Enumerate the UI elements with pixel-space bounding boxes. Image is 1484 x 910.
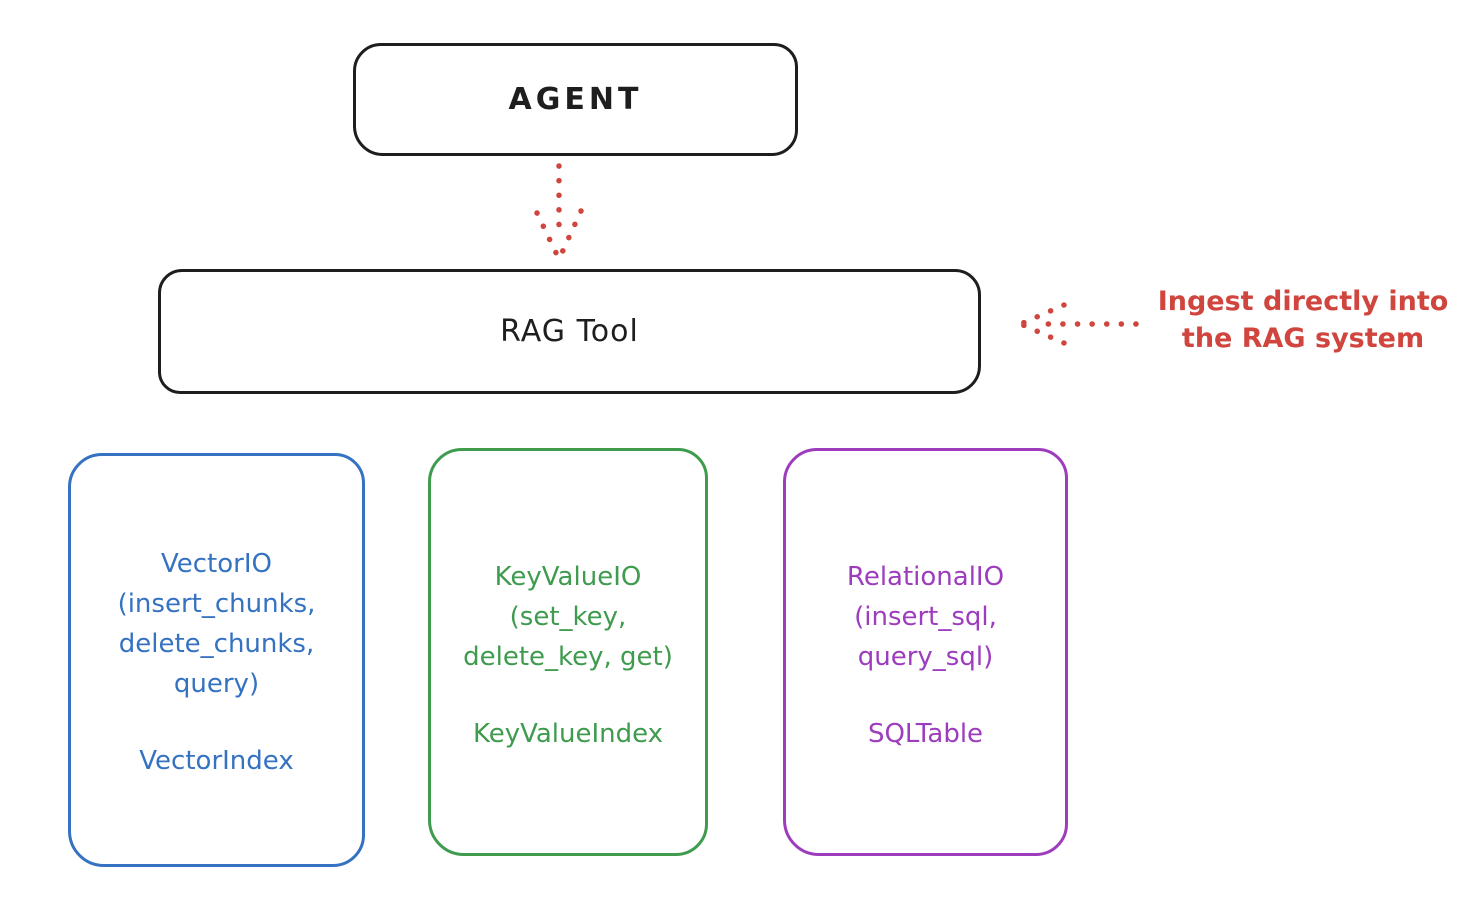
sql-table-label: SQLTable bbox=[867, 719, 984, 749]
vector-io-methods-line-3: query) bbox=[173, 669, 260, 699]
keyvalue-io-title: KeyValueIO bbox=[494, 562, 642, 592]
agent-label: AGENT bbox=[508, 82, 643, 117]
annotation-line-2: the RAG system bbox=[1181, 323, 1425, 354]
ingest-annotation: Ingest directly into the RAG system bbox=[1138, 283, 1468, 357]
vector-io-node: VectorIO (insert_chunks, delete_chunks, … bbox=[68, 453, 365, 867]
keyvalue-index-label: KeyValueIndex bbox=[472, 719, 664, 749]
relational-io-node: RelationalIO (insert_sql, query_sql) SQL… bbox=[783, 448, 1068, 856]
vector-io-methods-line-1: (insert_chunks, bbox=[117, 589, 316, 619]
relational-io-methods-line-2: query_sql) bbox=[857, 642, 994, 672]
vector-io-title: VectorIO bbox=[161, 549, 272, 579]
dotted-arrow-left-icon bbox=[1020, 302, 1139, 346]
agent-node: AGENT bbox=[353, 43, 798, 156]
relational-io-methods-line-1: (insert_sql, bbox=[854, 602, 997, 632]
vector-io-methods-line-2: delete_chunks, bbox=[118, 629, 315, 659]
relational-io-title: RelationalIO bbox=[846, 562, 1005, 592]
rag-tool-node: RAG Tool bbox=[158, 269, 981, 394]
keyvalue-io-node: KeyValueIO (set_key, delete_key, get) Ke… bbox=[428, 448, 708, 856]
vector-index-label: VectorIndex bbox=[139, 746, 294, 776]
keyvalue-io-methods-line-2: delete_key, get) bbox=[463, 642, 673, 672]
annotation-line-1: Ingest directly into bbox=[1157, 286, 1449, 317]
rag-tool-label: RAG Tool bbox=[500, 314, 639, 349]
keyvalue-io-methods-line-1: (set_key, bbox=[509, 602, 627, 632]
dotted-arrow-down-icon bbox=[534, 163, 584, 260]
